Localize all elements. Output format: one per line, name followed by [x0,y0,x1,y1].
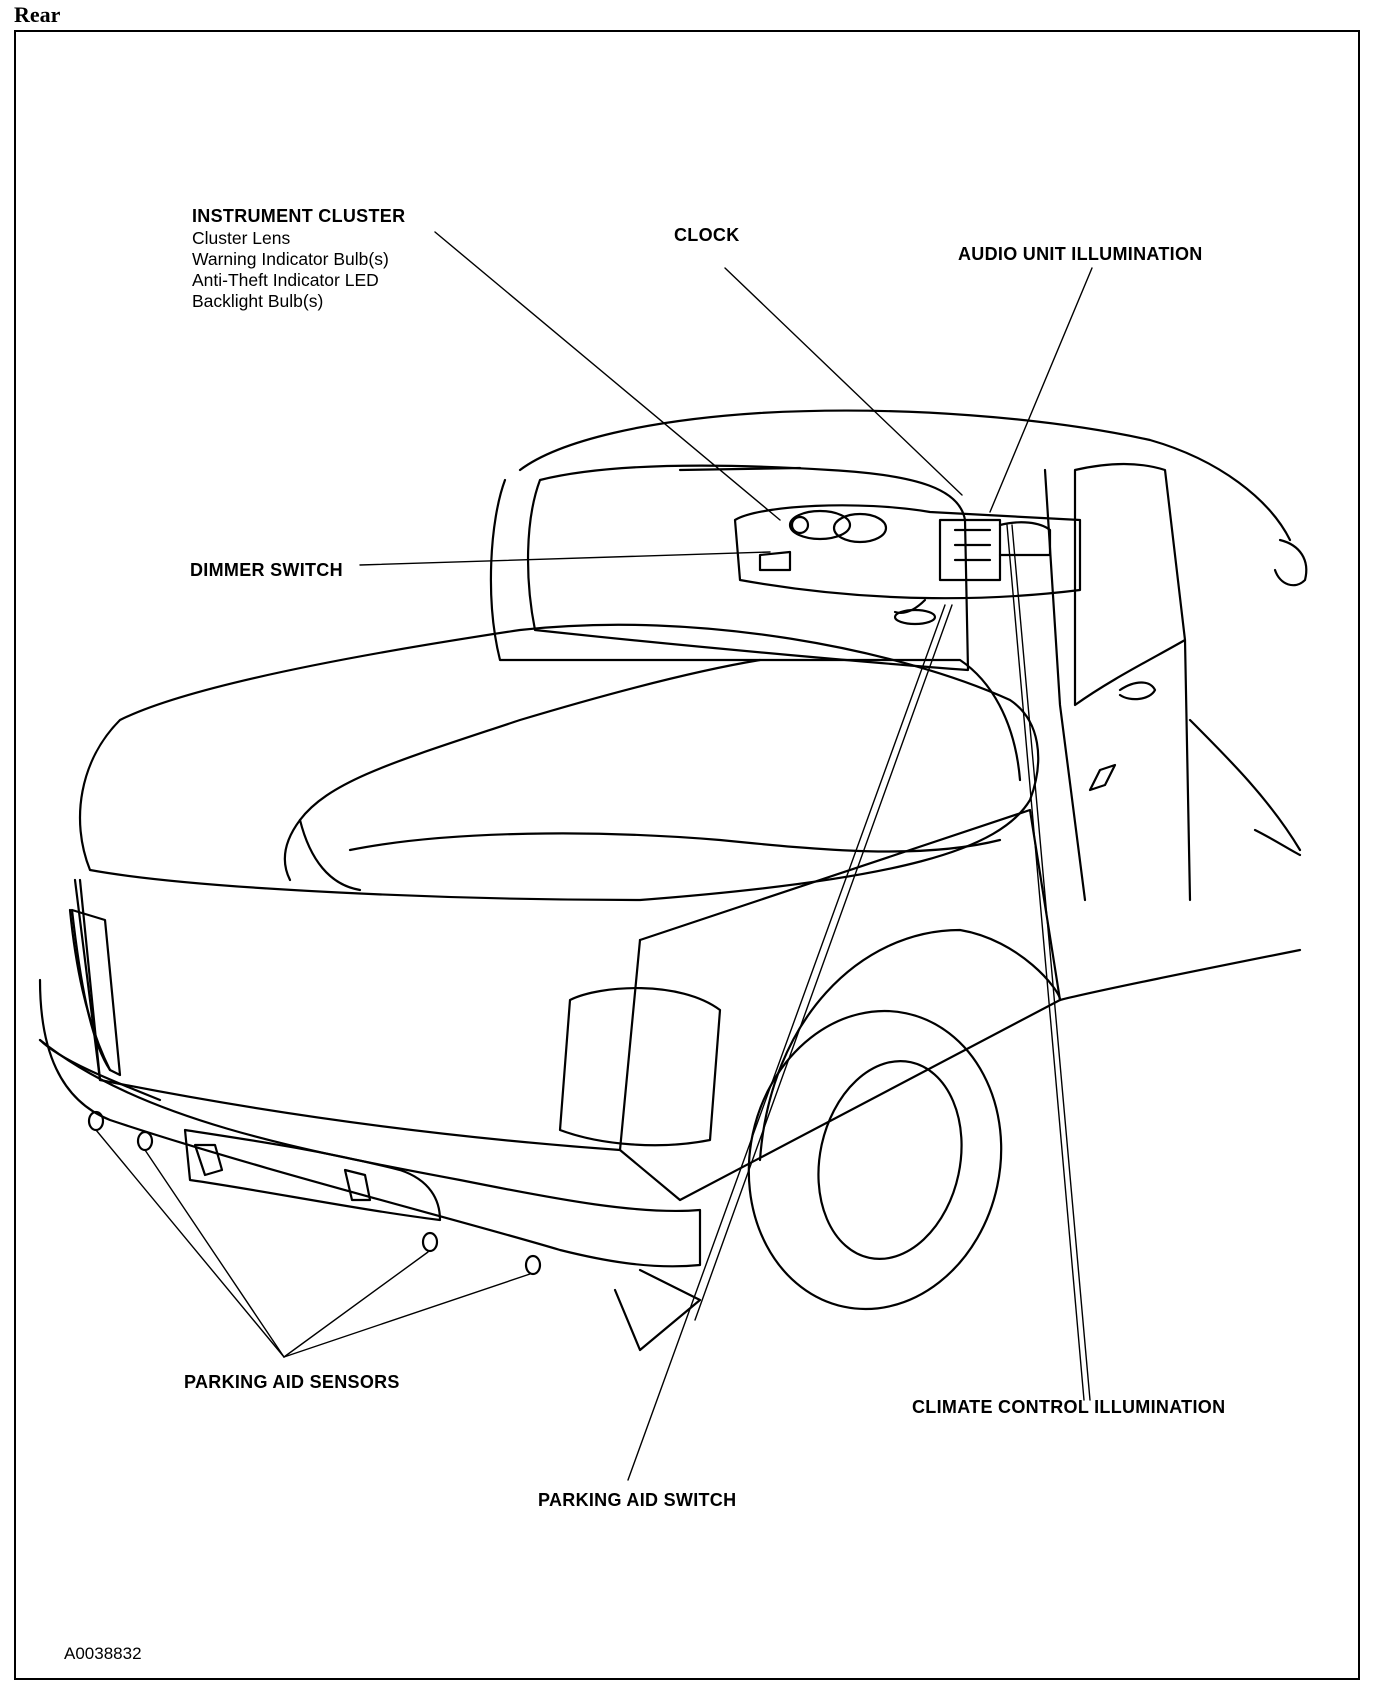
tailgate [73,878,642,1152]
door [1043,468,1192,902]
audio-unit-illumination-label: AUDIO UNIT ILLUMINATION [958,244,1203,264]
instrument-cluster-item-1: Cluster Lens [192,228,291,248]
rear-window [526,464,970,672]
side-window [1073,462,1187,707]
figure-id: A0038832 [64,1644,142,1663]
bumper-step [613,1268,702,1352]
leader-parking-sensor-2 [144,1149,285,1358]
cab-roof [518,409,1292,542]
parking-sensor-1 [87,1110,105,1132]
side-mirror [1273,538,1308,587]
leader-parking-sensor-3 [283,1251,429,1358]
leader-parking-aid-switch-a [627,604,946,1481]
leader-parking-aid-switch-b [694,604,953,1321]
instrument-cluster-item-2: Warning Indicator Bulb(s) [192,249,389,269]
instrument-cluster-item-4: Backlight Bulb(s) [192,291,324,311]
figure-frame [14,30,1360,1680]
license-plate-recess [183,1128,442,1222]
leader-instrument-cluster [434,231,781,521]
tail-light [70,908,122,1077]
leader-dimmer-switch [359,551,771,566]
bed-side [618,808,1062,1202]
dashboard [733,504,1082,600]
bed-rail [298,658,762,822]
dimmer-switch-label: DIMMER SWITCH [190,560,343,580]
parking-sensor-4 [524,1254,542,1276]
instrument-cluster-item-3: Anti-Theft Indicator LED [192,270,379,290]
leader-clock [724,267,963,496]
clock-label: CLOCK [674,225,740,245]
parking-aid-switch-label: PARKING AID SWITCH [538,1490,737,1510]
cab-outline [489,478,1022,782]
front-fender [1188,718,1302,857]
leader-climate-control-a [1006,524,1085,1401]
parking-sensor-2 [136,1130,154,1152]
leader-climate-control-b [1011,524,1091,1401]
tonneau-cover [78,623,1040,902]
climate-control-illumination-label: CLIMATE CONTROL ILLUMINATION [912,1397,1226,1417]
leader-parking-sensor-4 [283,1273,531,1358]
wheel-arch [758,928,1062,1162]
rear-wheel [747,1009,1003,1311]
parking-sensor-3 [421,1231,439,1253]
parking-aid-sensors-label: PARKING AID SENSORS [184,1372,400,1392]
rear-marker [558,986,722,1147]
rear-wheel-rim [817,1060,963,1260]
leader-parking-sensor-1 [95,1129,285,1358]
page-heading: Rear [14,2,61,27]
rear-bumper [38,978,702,1268]
leader-audio-unit [989,267,1093,513]
instrument-cluster-label: INSTRUMENT CLUSTER [192,206,406,226]
